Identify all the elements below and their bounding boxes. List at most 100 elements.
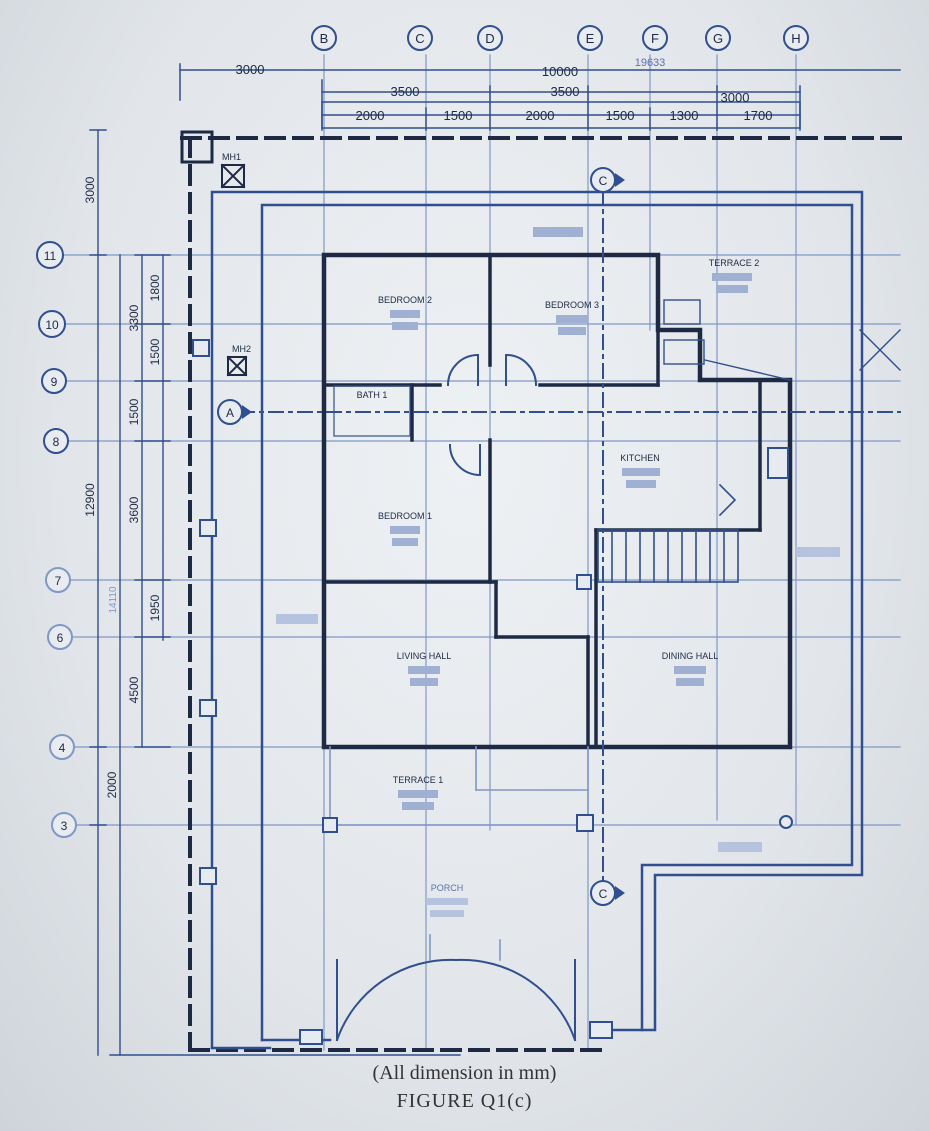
svg-text:E: E (586, 31, 595, 46)
svg-text:8: 8 (53, 435, 60, 449)
dim-inner-5: 3600 (127, 496, 141, 523)
dim-row3-4: 1500 (606, 108, 635, 123)
left-dimension-lines (89, 129, 461, 1056)
room-bedroom-1: BEDROOM 1 (378, 511, 432, 546)
svg-text:LIVING HALL: LIVING HALL (397, 651, 452, 661)
top-dimension-labels: 3000 10000 19633 3500 3500 3000 2000 150… (236, 57, 773, 123)
dim-row3-2: 1500 (444, 108, 473, 123)
section-markers: A C C (217, 167, 625, 906)
room-terrace-2: TERRACE 2 (709, 258, 760, 293)
manholes (220, 163, 248, 377)
boundary-corner-marker (180, 130, 214, 164)
dim-inner-2: 3300 (127, 304, 141, 331)
grid-bubble-g: G (705, 25, 731, 51)
dim-overall: 3000 (236, 62, 265, 77)
svg-text:PORCH: PORCH (431, 883, 464, 893)
svg-text:9: 9 (51, 375, 58, 389)
grid-bubble-d: D (477, 25, 503, 51)
grid-bubble-10: 10 (38, 310, 66, 338)
room-living-hall: LIVING HALL (397, 651, 452, 686)
svg-text:10: 10 (45, 318, 59, 332)
svg-text:3: 3 (61, 819, 68, 833)
dim-left-3: 2000 (105, 771, 119, 798)
dim-row2-3: 3000 (721, 90, 750, 105)
dim-left-2: 12900 (83, 483, 97, 517)
door-swings (335, 353, 577, 1042)
svg-text:F: F (651, 31, 659, 46)
dim-row3-6: 1700 (744, 108, 773, 123)
dim-inner-7: 4500 (127, 676, 141, 703)
room-bedroom-3: BEDROOM 3 (545, 300, 599, 335)
grid-bubbles-left: 11 10 9 8 7 6 4 3 (36, 241, 77, 838)
column-markers (192, 339, 793, 1045)
grid-bubble-3: 3 (51, 812, 77, 838)
svg-text:7: 7 (55, 574, 62, 588)
grid-bubble-4: 4 (49, 734, 75, 760)
svg-text:BEDROOM 1: BEDROOM 1 (378, 511, 432, 521)
manhole-labels: MH1 MH2 (222, 152, 251, 354)
grid-bubble-9: 9 (41, 368, 67, 394)
grid-bubble-h: H (783, 25, 809, 51)
section-marker-a: A (217, 399, 252, 425)
svg-text:6: 6 (57, 631, 64, 645)
dim-row2-2: 3500 (551, 84, 580, 99)
top-dimension-lines (179, 63, 901, 131)
dim-left-1: 3000 (83, 176, 97, 203)
svg-text:11: 11 (44, 249, 57, 263)
grid-lines-horizontal (59, 254, 901, 826)
svg-text:D: D (485, 31, 494, 46)
figure-caption: FIGURE Q1(c) (396, 1090, 533, 1112)
room-bedroom-2: BEDROOM 2 (378, 295, 432, 330)
left-dimension-labels: 3000 12900 2000 1800 3300 1500 1500 3600… (83, 176, 162, 798)
dim-row3-3: 2000 (526, 108, 555, 123)
dim-inner-1: 1800 (148, 274, 162, 301)
section-marker-c-bottom: C (590, 880, 625, 906)
grid-bubble-6: 6 (47, 624, 73, 650)
svg-text:C: C (415, 31, 424, 46)
staircase (597, 483, 739, 583)
dim-row2-1: 3500 (391, 84, 420, 99)
dim-row3-1: 2000 (356, 108, 385, 123)
level-tag (796, 547, 840, 557)
dim-inner-6: 1950 (148, 594, 162, 621)
dim-total-far: 19633 (635, 57, 666, 69)
section-marker-c-top: C (590, 167, 625, 193)
room-porch: PORCH (426, 883, 468, 917)
grid-bubbles-top: B C D E F G H (311, 25, 809, 51)
svg-text:DINING HALL: DINING HALL (662, 651, 719, 661)
dim-inner-3: 1500 (148, 338, 162, 365)
property-boundary (180, 136, 912, 1052)
svg-text:BEDROOM 2: BEDROOM 2 (378, 295, 432, 305)
grid-bubble-7: 7 (45, 567, 71, 593)
svg-text:H: H (791, 31, 800, 46)
svg-text:4: 4 (59, 741, 66, 755)
svg-text:B: B (320, 31, 329, 46)
terrace-outline (329, 746, 589, 961)
svg-text:TERRACE 1: TERRACE 1 (393, 775, 444, 785)
manhole-label-1: MH1 (222, 152, 241, 162)
room-kitchen: KITCHEN (620, 453, 660, 488)
room-terrace-1: TERRACE 1 (393, 775, 444, 810)
dim-total-right: 10000 (542, 64, 578, 79)
dim-row3-5: 1300 (670, 108, 699, 123)
level-tag (533, 227, 583, 237)
level-tag (718, 842, 762, 852)
grid-bubble-11: 11 (36, 241, 64, 269)
room-dining-hall: DINING HALL (662, 651, 719, 686)
terrace2-details (663, 299, 901, 381)
svg-text:G: G (713, 31, 723, 46)
svg-text:BEDROOM 3: BEDROOM 3 (545, 300, 599, 310)
units-note: (All dimension in mm) (372, 1062, 557, 1084)
room-bath: BATH 1 (333, 385, 411, 437)
manhole-label-2: MH2 (232, 344, 251, 354)
grid-bubble-8: 8 (43, 428, 69, 454)
svg-text:TERRACE 2: TERRACE 2 (709, 258, 760, 268)
floor-plan: B C D E F G H 11 10 9 8 7 6 4 3 3000 100… (36, 25, 912, 1056)
level-tag (276, 614, 318, 624)
svg-text:C: C (599, 174, 608, 188)
grid-bubble-b: B (311, 25, 337, 51)
grid-bubble-f: F (642, 25, 668, 51)
dim-side-note: 14110 (108, 586, 119, 614)
grid-bubble-e: E (577, 25, 603, 51)
